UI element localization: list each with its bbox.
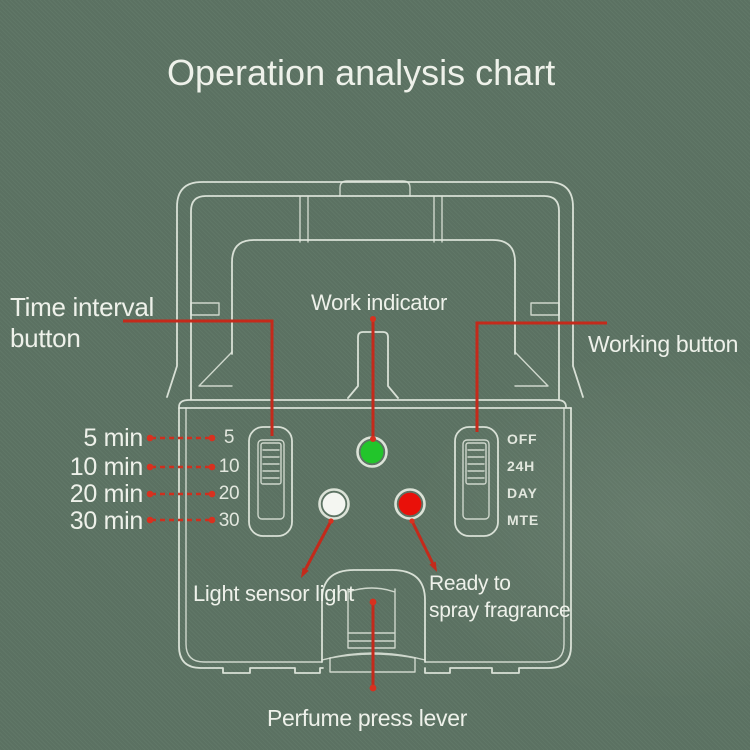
spray-ready-label: Ready to spray fragrance — [429, 570, 571, 624]
perfume-lever-label: Perfume press lever — [267, 705, 468, 731]
time-slider-knob — [260, 442, 282, 485]
handle-top-tab — [339, 180, 411, 197]
time-interval-line1: Time interval — [10, 292, 154, 322]
work-indicator-led-fill — [360, 440, 384, 464]
mode-label-day: DAY — [507, 485, 538, 501]
page-title: Operation analysis chart — [167, 52, 556, 93]
spray-ready-led — [394, 488, 426, 520]
scale-mark-10: 10 — [218, 456, 240, 477]
mode-label-24h: 24H — [507, 458, 536, 474]
spray-ready-led-fill — [398, 492, 422, 516]
mode-label-mte: MTE — [507, 512, 539, 528]
light-sensor-led — [318, 488, 350, 520]
interval-dashed-pointers — [146, 434, 216, 524]
work-indicator-label: Work indicator — [311, 290, 447, 315]
annotation-lines — [123, 316, 607, 692]
light-sensor-label: Light sensor light — [193, 581, 354, 606]
time-interval-slider — [248, 426, 293, 537]
time-interval-line2: button — [10, 323, 81, 353]
work-indicator-led — [356, 436, 388, 468]
right-side-clip — [530, 302, 560, 316]
light-sensor-pointer-line — [302, 520, 333, 573]
working-button-label: Working button — [588, 331, 739, 357]
time-label-30min: 30 min — [69, 507, 144, 535]
working-slider-knob — [465, 442, 487, 485]
working-button-pointer-line — [475, 321, 607, 432]
left-side-clip — [190, 302, 220, 316]
spray-ready-pointer-line — [410, 520, 436, 567]
mode-label-off: OFF — [507, 431, 538, 447]
light-sensor-led-fill — [322, 492, 346, 516]
spray-ready-line2: spray fragrance — [429, 599, 571, 622]
time-label-10min: 10 min — [69, 453, 144, 481]
time-interval-button-label: Time interval button — [10, 292, 154, 354]
time-label-5min: 5 min — [83, 424, 143, 452]
handle-connectors — [299, 196, 443, 243]
scale-mark-30: 30 — [218, 510, 240, 531]
device-body — [178, 407, 572, 674]
working-mode-slider — [454, 426, 499, 537]
time-interval-pointer-line — [123, 319, 274, 436]
scale-mark-20: 20 — [218, 483, 240, 504]
time-label-20min: 20 min — [69, 480, 144, 508]
scale-mark-5: 5 — [223, 427, 235, 448]
spray-ready-line1: Ready to — [429, 572, 511, 595]
device-handle-bracket — [166, 180, 584, 400]
